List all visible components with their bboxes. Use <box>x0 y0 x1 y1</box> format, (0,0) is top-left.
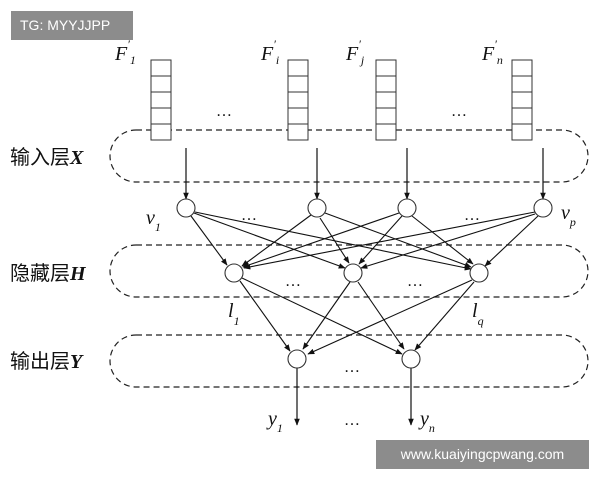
feature-label-i: F′i <box>260 37 279 67</box>
input-hidden-connection <box>358 215 403 265</box>
watermark-bottom: www.kuaiyingcpwang.com <box>376 440 589 469</box>
input-hidden-connection <box>242 212 400 268</box>
feature-label-n: F′n <box>481 37 503 67</box>
input-layer-label: 输入层X <box>10 145 84 169</box>
ellipsis: … <box>451 103 467 120</box>
input-hidden-connection <box>241 214 312 267</box>
output-node <box>401 349 421 369</box>
output-node <box>287 349 307 369</box>
ellipsis: … <box>407 273 423 290</box>
input-node-label-v1: v1 <box>146 207 161 234</box>
input-hidden-connection <box>484 215 539 267</box>
hidden-node-label-l1: l1 <box>228 300 240 328</box>
watermark-top: TG: MYYJJPP <box>11 11 133 40</box>
input-hidden-connection <box>193 212 346 269</box>
hidden-output-connection <box>357 281 405 350</box>
feature-vector-stack-1 <box>150 59 172 141</box>
hidden-node <box>469 263 489 283</box>
input-hidden-connection <box>243 211 536 270</box>
input-node <box>533 198 553 218</box>
input-layer-band <box>109 129 589 183</box>
input-hidden-connection <box>194 211 472 271</box>
feature-vector-stack-n <box>511 59 533 141</box>
hidden-output-connection <box>414 281 475 351</box>
hidden-output-connection <box>241 277 403 355</box>
ellipsis: … <box>285 273 301 290</box>
ellipsis: … <box>241 207 257 224</box>
ellipsis: … <box>344 359 360 376</box>
hidden-node <box>343 263 363 283</box>
input-hidden-connection <box>319 217 350 264</box>
feature-label-j: F′j <box>345 37 365 67</box>
feature-vector-stack-j <box>375 59 397 141</box>
hidden-output-connection <box>307 279 473 355</box>
input-hidden-connection <box>360 213 536 269</box>
input-hidden-connection <box>190 215 228 266</box>
output-label-yn: yn <box>418 408 435 435</box>
input-node <box>397 198 417 218</box>
output-label-y1: y1 <box>266 408 283 435</box>
output-layer-label: 输出层Y <box>10 349 84 373</box>
hidden-output-connection <box>302 281 351 350</box>
input-node <box>176 198 196 218</box>
input-node-label-vp: vp <box>561 202 576 229</box>
feature-vector-stack-i <box>287 59 309 141</box>
ellipsis: … <box>344 412 360 429</box>
hidden-output-connection <box>239 280 291 352</box>
hidden-layer-label: 隐藏层H <box>10 261 87 285</box>
hidden-layer-band <box>109 244 589 298</box>
hidden-node-label-lq: lq <box>472 300 484 328</box>
input-hidden-connection <box>324 212 472 268</box>
ellipsis: … <box>464 207 480 224</box>
input-node <box>307 198 327 218</box>
input-hidden-connection <box>411 215 474 265</box>
feature-label-1: F′1 <box>114 37 136 67</box>
ellipsis: … <box>216 103 232 120</box>
hidden-node <box>224 263 244 283</box>
